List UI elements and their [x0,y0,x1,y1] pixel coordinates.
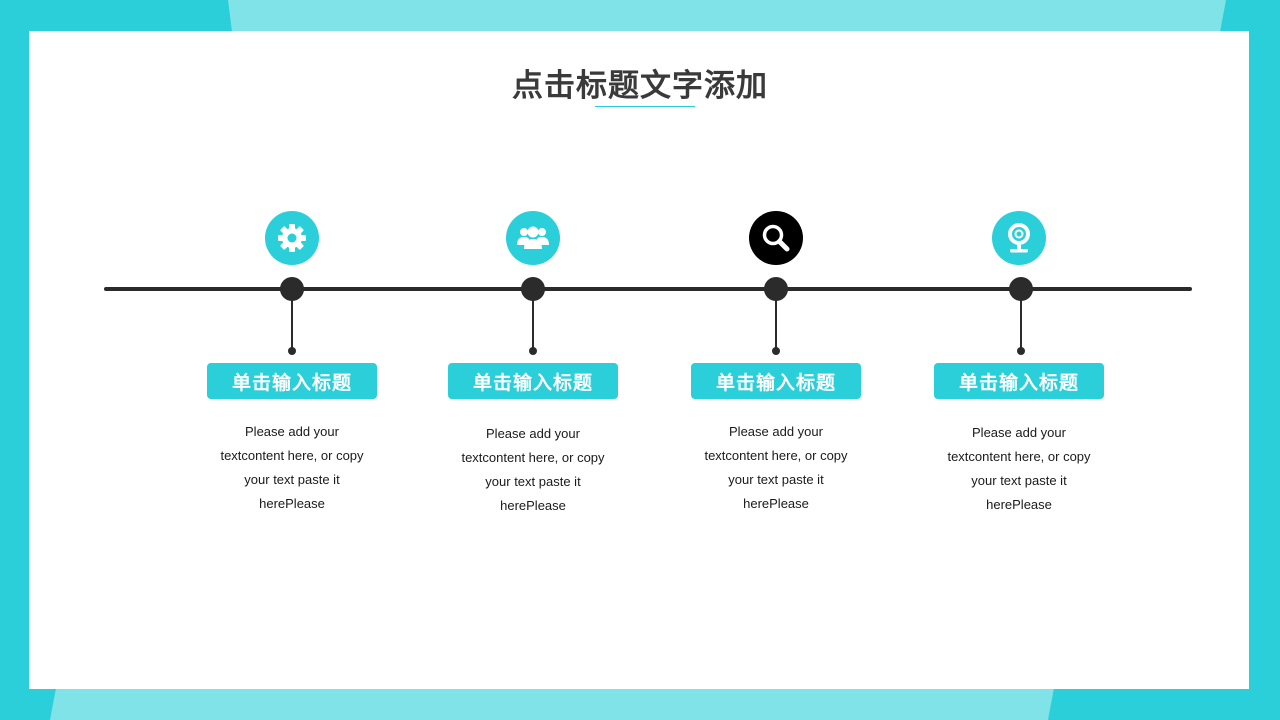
team-icon [506,211,560,265]
step-description[interactable]: Please add your textcontent here, or cop… [461,426,605,513]
timeline-node [1009,277,1033,301]
timeline-node [521,277,545,301]
timeline-stem [1020,300,1022,350]
timeline-stem-dot [1017,347,1025,355]
slide-title[interactable]: 点击标题文字添加 [512,68,768,104]
step-title-button[interactable]: 单击输入标题 [207,363,377,399]
timeline-line [104,287,1192,291]
bottom-decor-band [50,688,1054,720]
timeline-stem-dot [772,347,780,355]
step-description[interactable]: Please add your textcontent here, or cop… [220,424,364,511]
timeline-stem-dot [288,347,296,355]
timeline-stem-dot [529,347,537,355]
timeline-stem [291,300,293,350]
top-decor-band [228,0,1226,32]
gear-icon [265,211,319,265]
webcam-icon [992,211,1046,265]
timeline-stem [532,300,534,350]
timeline-node [764,277,788,301]
slide-canvas [29,31,1249,689]
timeline-node [280,277,304,301]
step-description[interactable]: Please add your textcontent here, or cop… [704,424,848,511]
step-title-button[interactable]: 单击输入标题 [448,363,618,399]
title-underline [595,106,695,107]
timeline-stem [775,300,777,350]
step-description[interactable]: Please add your textcontent here, or cop… [947,425,1091,512]
step-title-button[interactable]: 单击输入标题 [934,363,1104,399]
step-title-button[interactable]: 单击输入标题 [691,363,861,399]
search-icon [749,211,803,265]
